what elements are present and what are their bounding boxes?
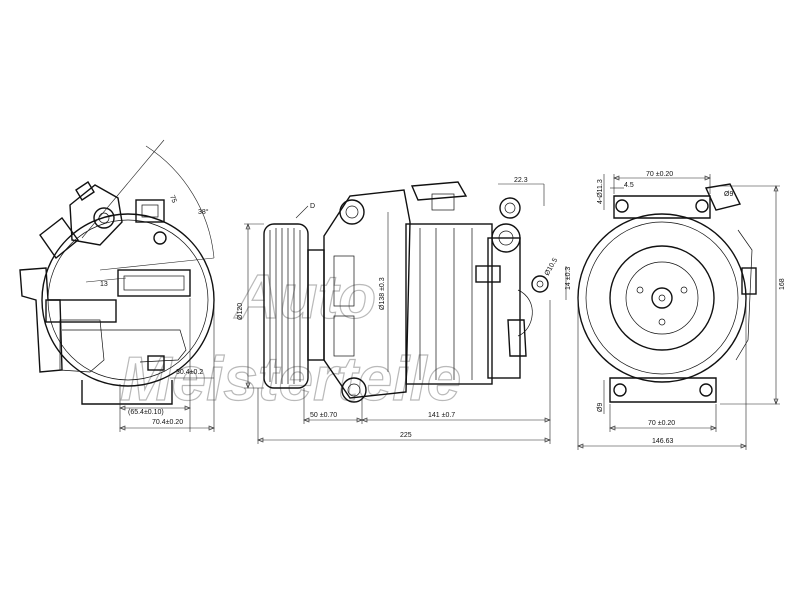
dim-225: 225 xyxy=(400,432,412,439)
dim-angle-38: 38° xyxy=(198,208,209,216)
dim-70-bottom: 70 ±0.20 xyxy=(648,420,675,427)
watermark-line-2: Meisterteile xyxy=(120,345,461,414)
dim-dia-138: Ø138 ±0.3 xyxy=(379,277,386,310)
dim-4-5: 4.5 xyxy=(624,182,634,189)
dim-14-0-3: 14 ±0.3 xyxy=(565,267,572,290)
front-view: 4-Ø11.3 4.5 70 ±0.20 Ø9 168 Ø9 70 ±0.20 … xyxy=(577,171,786,450)
dim-30-4: 30.4±0.2 xyxy=(176,369,203,376)
dim-4-dia-11-3: 4-Ø11.3 xyxy=(597,179,604,204)
dim-141: 141 ±0.7 xyxy=(428,412,455,419)
dim-146-63: 146.63 xyxy=(652,438,674,445)
dim-22-3: 22.3 xyxy=(514,177,528,184)
watermark: Auto Meisterteile xyxy=(119,262,461,414)
dim-dia-10-5: Ø10.5 xyxy=(544,257,560,277)
dim-angle-13: 13 xyxy=(100,281,108,288)
dim-dia-120: Ø120 xyxy=(237,303,244,320)
side-view: D Ø120 Ø138 ±0.3 22.3 Ø10.5 14 ±0.3 50 ±… xyxy=(237,177,572,444)
dim-70-top: 70 ±0.20 xyxy=(646,171,673,178)
watermark-line-1: Auto xyxy=(233,263,376,332)
left-view: 13 75 38° 30.4±0.2 (65.4±0.10) 70.4±0.20 xyxy=(19,139,215,432)
dim-dia-9-top: Ø9 xyxy=(724,191,733,198)
dim-65-4: (65.4±0.10) xyxy=(128,409,164,416)
dim-168: 168 xyxy=(779,278,786,290)
dim-70-4: 70.4±0.20 xyxy=(152,419,183,426)
dim-dia-9-bottom: Ø9 xyxy=(597,403,604,412)
dim-angle-75: 75 xyxy=(168,194,177,204)
dim-50: 50 ±0.70 xyxy=(310,412,337,419)
dim-label-d: D xyxy=(310,203,315,210)
